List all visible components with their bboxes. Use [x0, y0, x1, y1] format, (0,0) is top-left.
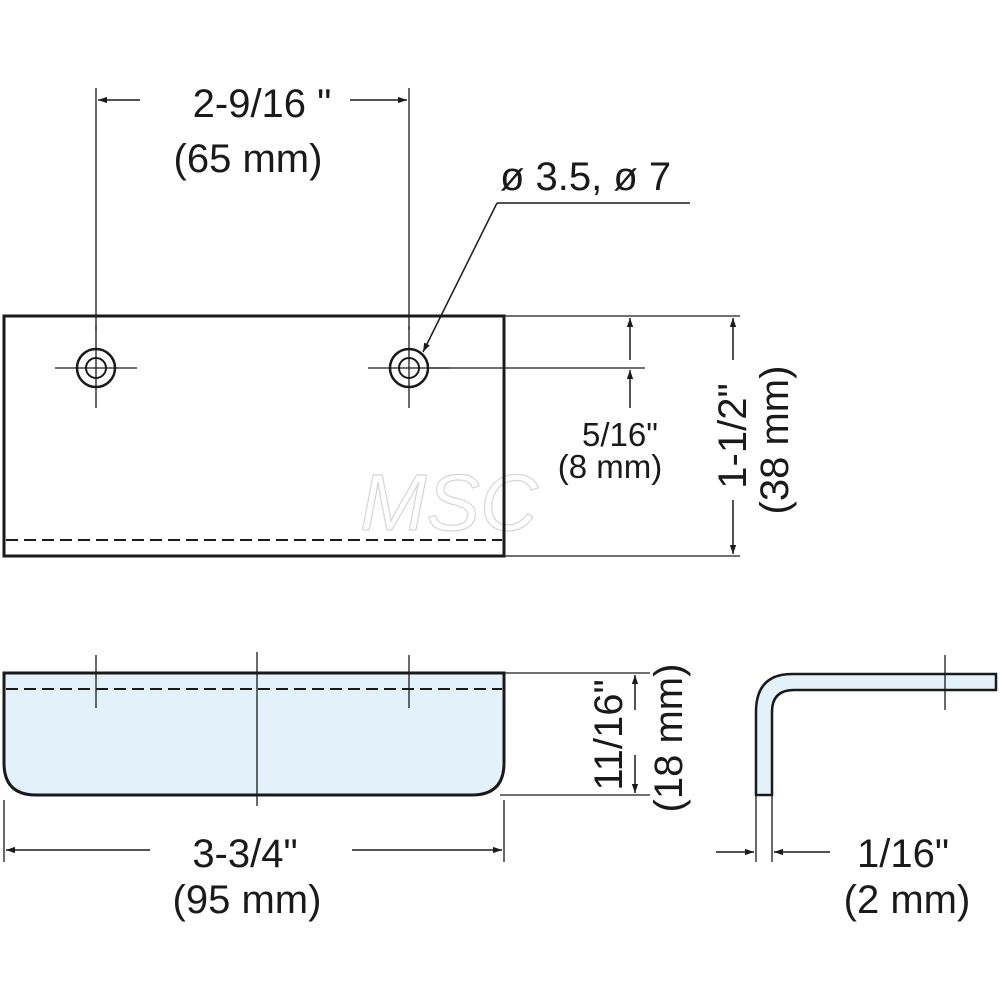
hole-spacing-dimension: 2-9/16 " (65 mm) [95, 82, 410, 330]
length-imperial: 3-3/4" [192, 832, 297, 876]
height-dimension: 1-1/2" (38 mm) [504, 318, 797, 557]
bottom-view-outline [2, 671, 506, 797]
thickness-dimension: 1/16" (2 mm) [716, 795, 970, 922]
hole-spacing-imperial: 2-9/16 " [193, 82, 332, 126]
depth-dimension: 11/16" (18 mm) [500, 664, 691, 813]
mounting-hole-right [368, 326, 450, 408]
front-view-outline [2, 314, 506, 558]
hole-diameter-label: ø 3.5, ø 7 [500, 155, 671, 199]
length-dimension: 3-3/4" (95 mm) [3, 800, 505, 922]
hole-offset-dimension: 5/16" (8 mm) [430, 315, 740, 485]
height-metric: (38 mm) [753, 366, 797, 515]
side-view [754, 655, 998, 797]
front-view [2, 314, 506, 558]
height-imperial: 1-1/2" [711, 383, 755, 488]
length-metric: (95 mm) [173, 878, 322, 922]
depth-metric: (18 mm) [647, 664, 691, 813]
thickness-imperial: 1/16" [857, 832, 949, 876]
mounting-hole-left [55, 326, 137, 408]
hole-offset-metric: (8 mm) [558, 448, 662, 485]
side-view-profile [754, 672, 998, 797]
depth-imperial: 11/16" [587, 679, 631, 790]
bottom-view [2, 652, 506, 806]
thickness-metric: (2 mm) [844, 878, 971, 922]
hole-spacing-metric: (65 mm) [174, 137, 323, 181]
hole-offset-imperial: 5/16" [582, 416, 658, 453]
watermark-logo: MSC [360, 458, 539, 547]
hole-diameter-leader: ø 3.5, ø 7 [422, 155, 690, 353]
